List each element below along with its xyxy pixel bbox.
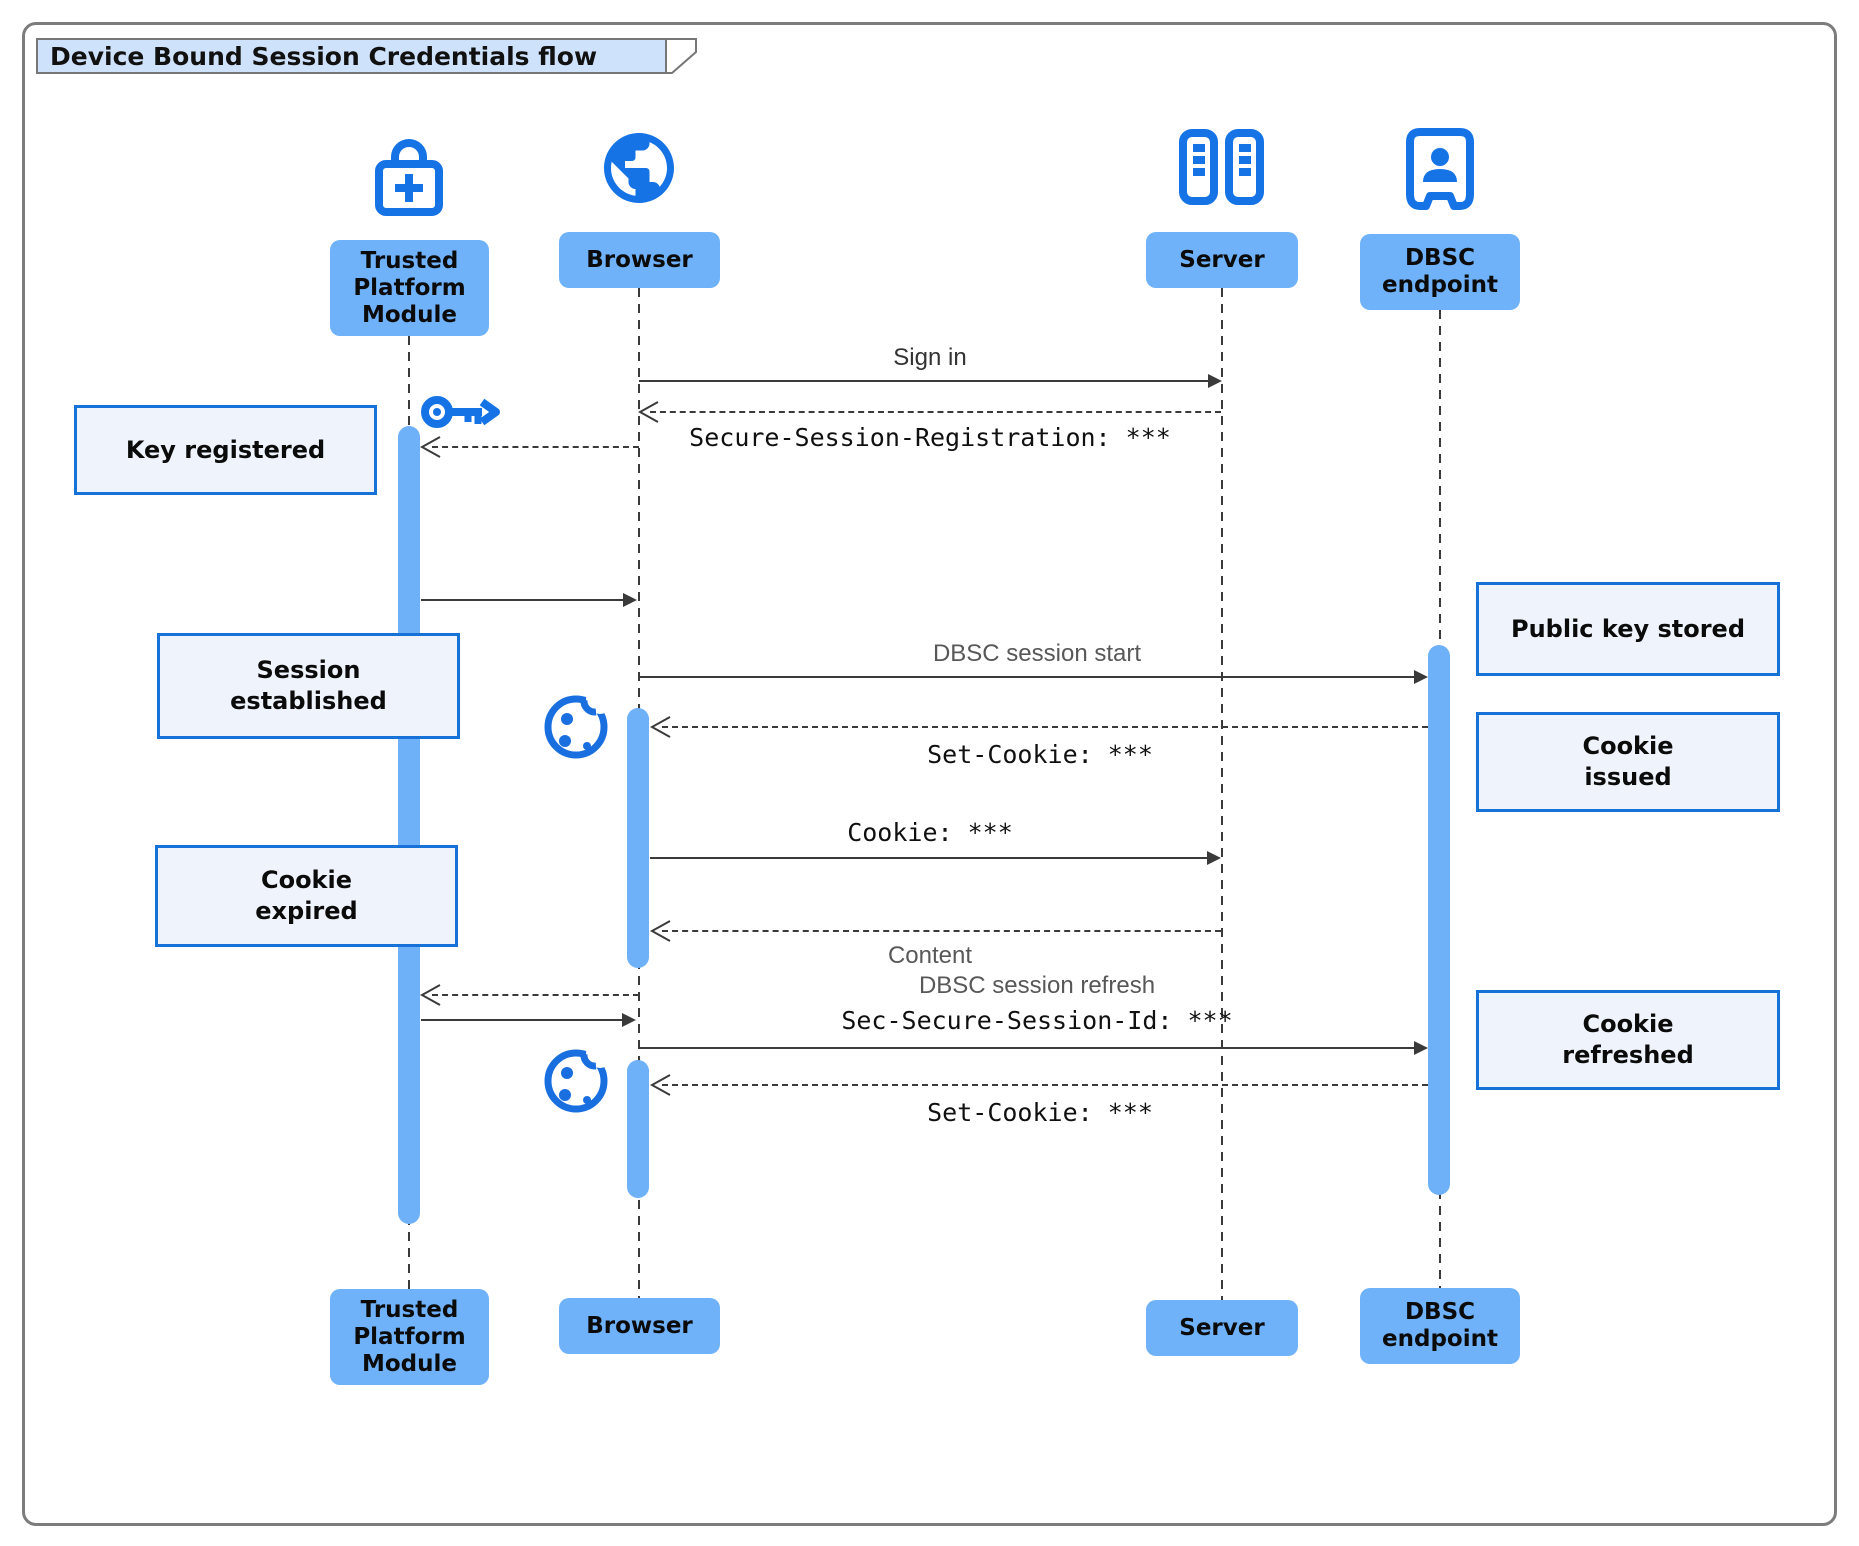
diagram-title: Device Bound Session Credentials flow (50, 42, 598, 71)
arrowhead-right-icon (623, 593, 637, 607)
message-tpm-browser-2-line (421, 1019, 622, 1021)
actor-bottom-dbsc: DBSC endpoint (1360, 1288, 1520, 1364)
door-person-icon (1404, 126, 1476, 212)
title-tab (36, 38, 697, 74)
arrowhead-open-left-icon (420, 984, 441, 1006)
message-set-cookie-1-label: Set-Cookie: *** (927, 740, 1153, 769)
arrowhead-right-icon (1414, 670, 1428, 684)
arrowhead-open-left-icon (650, 716, 671, 738)
message-refresh-req-line (432, 994, 639, 996)
activation-bar-tpm (398, 426, 420, 1224)
actor-bottom-server: Server (1146, 1300, 1298, 1356)
actor-bottom-tpm: Trusted Platform Module (330, 1289, 489, 1385)
message-session-id-label: Sec-Secure-Session-Id: *** (841, 1006, 1233, 1035)
arrowhead-right-icon (622, 1013, 636, 1027)
note-cookie-refreshed: Cookie refreshed (1476, 990, 1780, 1090)
arrowhead-right-icon (1208, 374, 1222, 388)
message-ssr-line (650, 411, 1221, 413)
message-set-cookie-2-line (662, 1084, 1428, 1086)
message-key-reg-line (432, 446, 639, 448)
actor-top-tpm: Trusted Platform Module (330, 240, 489, 336)
cookie-icon (542, 1040, 612, 1114)
actor-top-browser: Browser (559, 232, 720, 288)
actor-top-server: Server (1146, 232, 1298, 288)
message-ssr-label: Secure-Session-Registration: *** (689, 423, 1171, 452)
actor-bottom-browser: Browser (559, 1298, 720, 1354)
key-icon (420, 384, 504, 440)
message-content-label: Content (887, 942, 973, 969)
note-session-established: Session established (157, 633, 460, 739)
globe-icon (597, 126, 681, 210)
arrowhead-right-icon (1207, 851, 1221, 865)
arrowhead-open-left-icon (650, 920, 671, 942)
activation-bar-browser-2 (627, 1060, 649, 1198)
activation-bar-dbsc (1428, 645, 1450, 1195)
note-cookie-expired: Cookie expired (155, 845, 458, 947)
server-rack-icon (1176, 128, 1268, 206)
message-tpm-browser-line (421, 599, 623, 601)
note-cookie-issued: Cookie issued (1476, 712, 1780, 812)
message-cookie-label: Cookie: *** (847, 818, 1013, 847)
lifeline-server (1221, 288, 1223, 1300)
message-cookie-line (650, 857, 1207, 859)
message-sign-in-label: Sign in (893, 344, 967, 371)
arrowhead-open-left-icon (420, 436, 441, 458)
message-set-cookie-1-line (662, 726, 1428, 728)
arrowhead-open-left-icon (650, 1074, 671, 1096)
note-key-registered: Key registered (74, 405, 377, 495)
message-refresh-line (639, 1047, 1414, 1049)
message-refresh-label: DBSC session refresh (918, 972, 1156, 999)
cookie-icon (542, 686, 612, 760)
note-public-key-stored: Public key stored (1476, 582, 1780, 676)
arrowhead-open-left-icon (638, 401, 659, 423)
message-sign-in-line (639, 380, 1209, 382)
activation-bar-browser-1 (627, 708, 649, 968)
message-dbsc-start-label: DBSC session start (932, 640, 1142, 667)
message-set-cookie-2-label: Set-Cookie: *** (927, 1098, 1153, 1127)
message-content-line (662, 930, 1221, 932)
message-dbsc-start-line (639, 676, 1414, 678)
arrowhead-right-icon (1414, 1041, 1428, 1055)
lock-plus-icon (369, 130, 449, 216)
actor-top-dbsc: DBSC endpoint (1360, 234, 1520, 310)
